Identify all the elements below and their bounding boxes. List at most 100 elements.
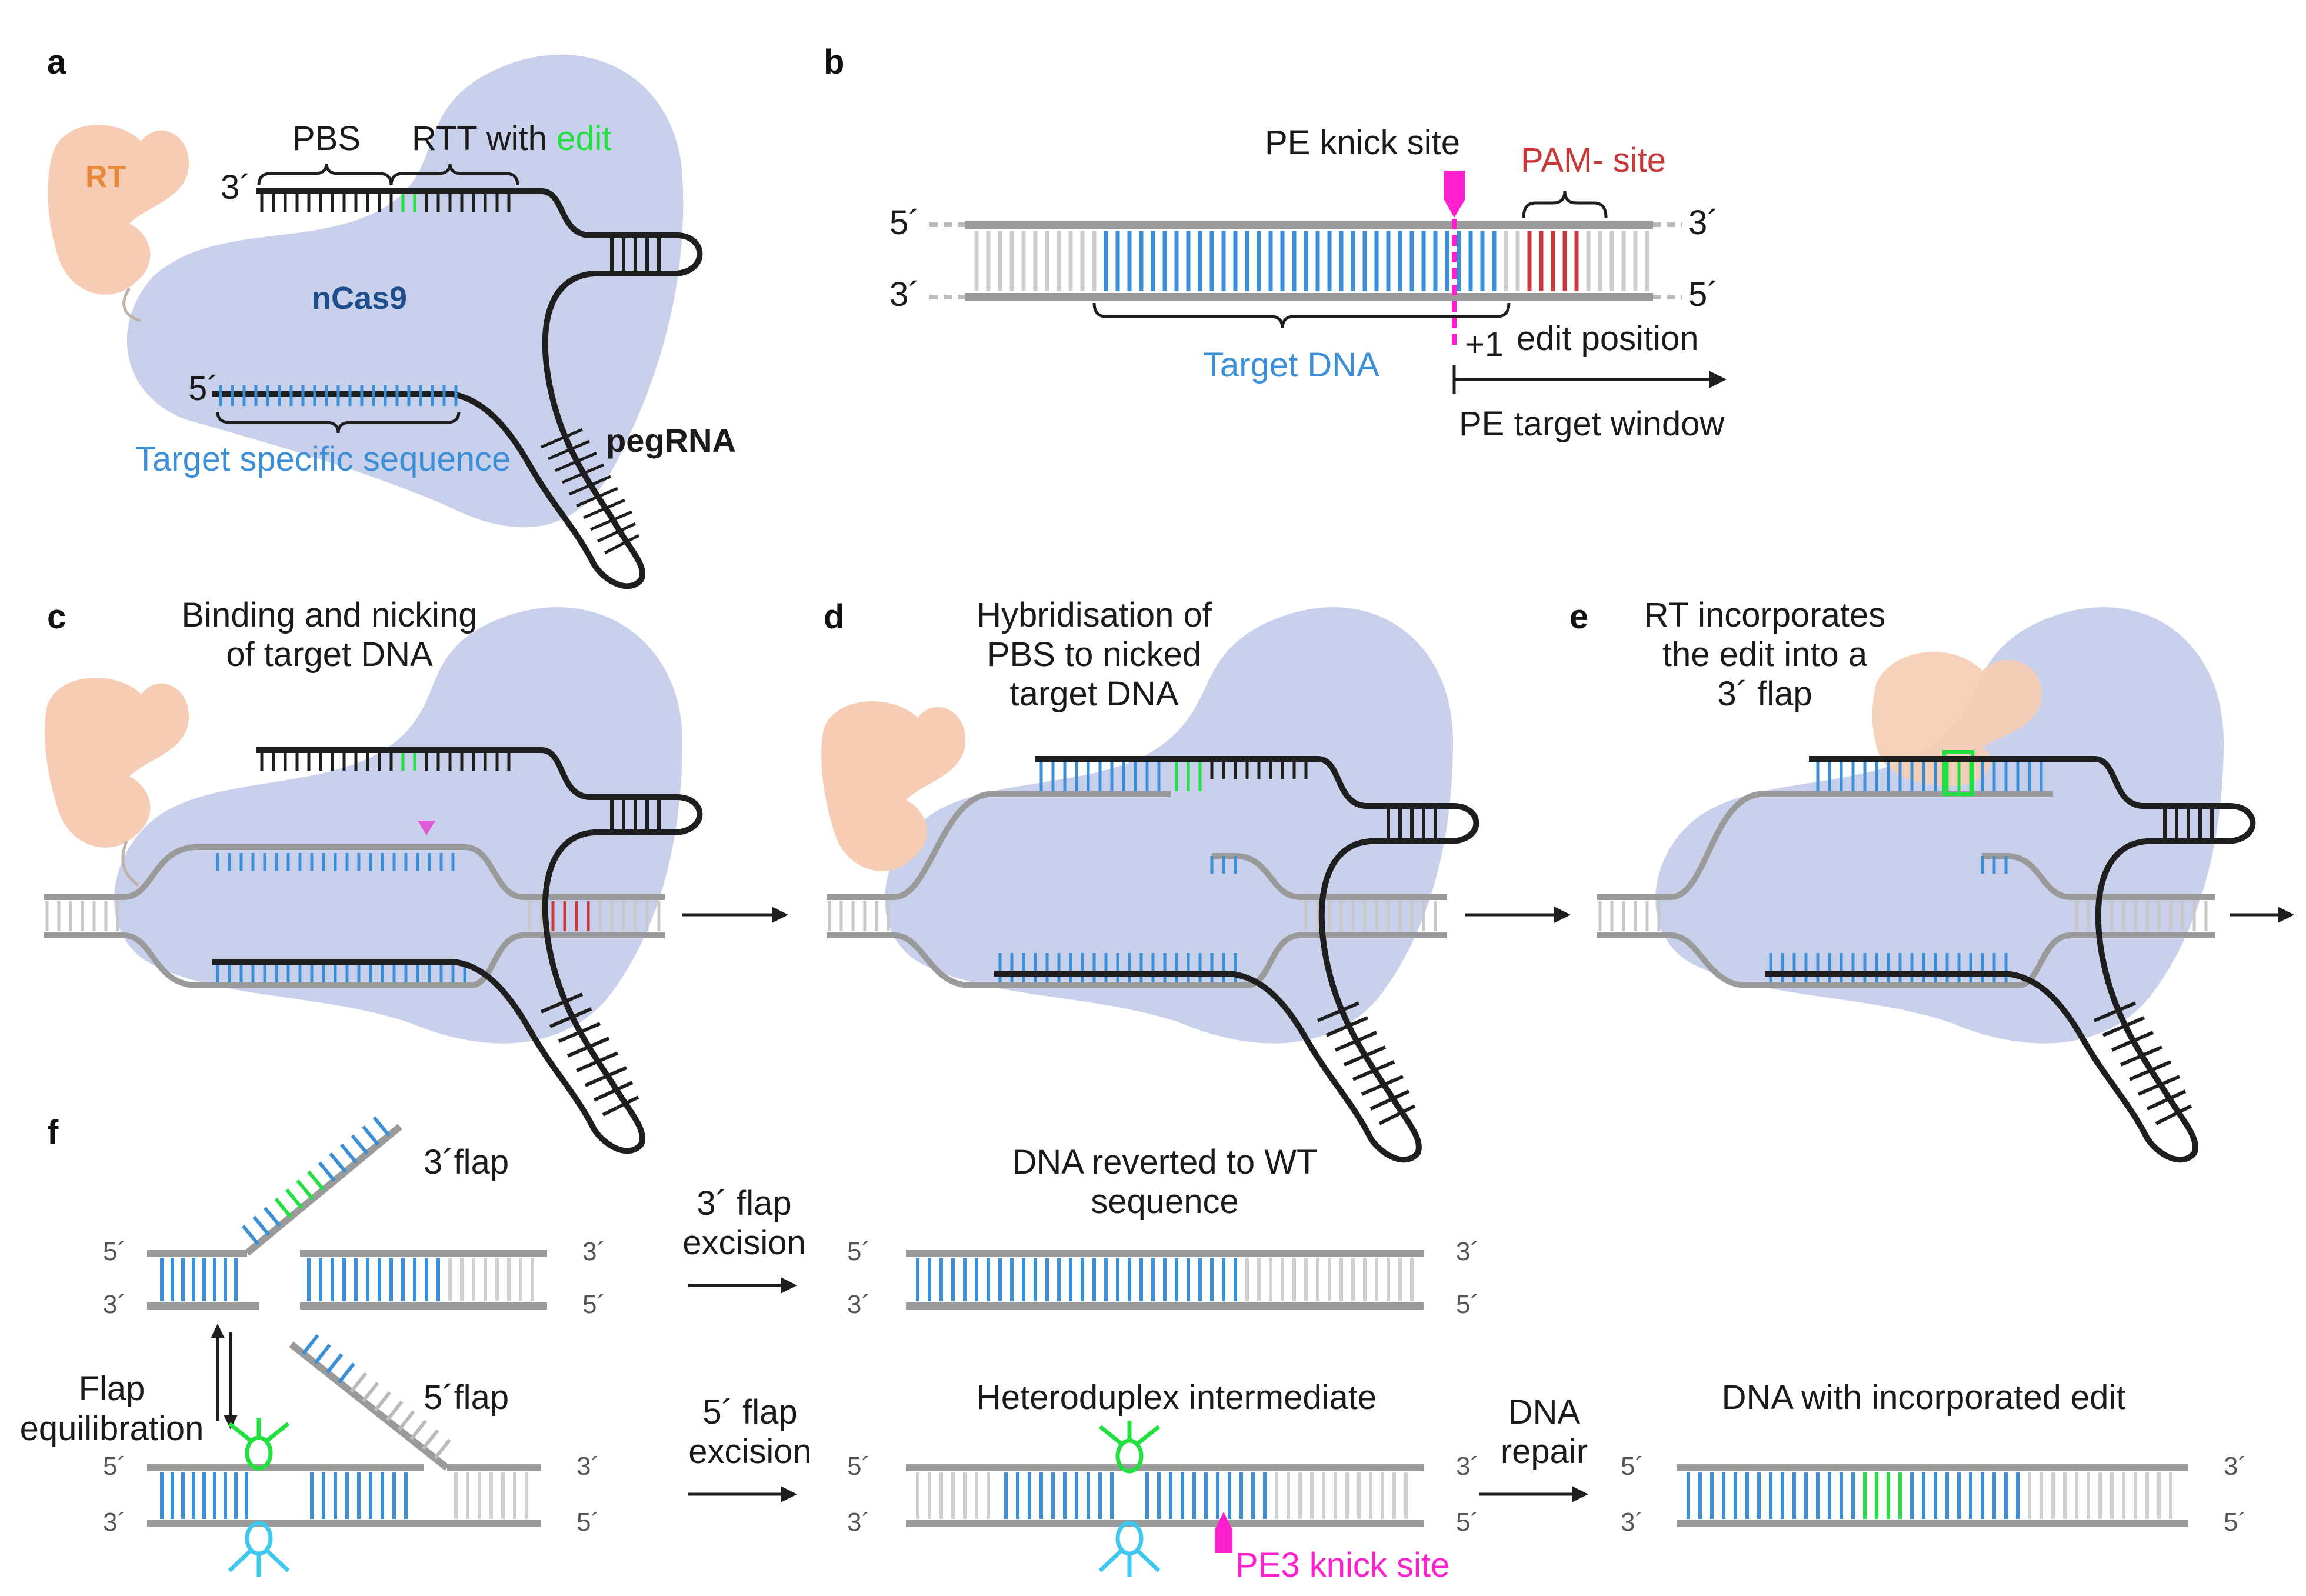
panel-letter-d: d [824,598,844,636]
c-title-line-2: of target DNA [226,635,433,674]
flap-basepair-rung [252,1215,271,1237]
target-specific-brace [216,411,461,434]
ncas9-protein-shape [126,54,684,528]
e-title-line-3: 3´ flap [1717,675,1812,713]
d-arrowhead [1554,907,1571,923]
three-flap-excision-line-1: 3´ flap [697,1184,791,1222]
three-flap-excision-arrowhead [781,1277,797,1294]
pe-knick-site-marker [1444,171,1465,218]
e-pegrna-backbone [1765,756,2256,1163]
c-basepair-rungs [45,853,661,982]
d-title-line-3: target DNA [1010,675,1179,713]
panel-d: d Hybridisation of PBS to nicked target … [821,596,1571,1163]
target-specific-rungs [219,385,458,406]
c-pegrna-backbone [212,747,703,1154]
f-3flap-five-right: 5´ [582,1290,605,1319]
c-hairpin-rungs [540,800,661,1117]
flap-equilibration-arrowhead-up [211,1324,225,1338]
target-specific-sequence-label: Target specific sequence [135,440,511,478]
flap-basepair-rung [349,1372,368,1393]
rt-linker [122,287,142,322]
flap-basepair-rung [241,1224,259,1245]
d-hairpin-rungs [1317,809,1437,1125]
panel-letter-f: f [47,1114,59,1152]
pbs-label: PBS [292,119,361,158]
dna-repair-arrowhead [1572,1486,1588,1502]
pam-site-label: PAM- site [1521,141,1666,179]
flap-basepair-rung [263,1207,282,1227]
e-arrowhead [2278,907,2294,923]
heteroduplex-mismatch-green-icon [1098,1421,1161,1474]
flap-basepair-rung [409,1420,428,1441]
incorporated-label: DNA with incorporated edit [1722,1378,2126,1417]
panel-letter-c: c [47,598,66,636]
plus-one-label: +1 [1465,325,1504,364]
pe3-knick-site-marker [1215,1512,1232,1553]
pegrna-hairpin-1-rungs [610,238,661,271]
flap-basepair-rung [434,1438,451,1460]
target-dna-label: Target DNA [1203,346,1379,384]
heteroduplex-five-right: 5´ [1456,1508,1479,1537]
flap-basepair-rung [351,1134,369,1155]
target-dna-brace [1092,302,1511,329]
flap-label: Flap [79,1370,145,1408]
ncas9-label: nCas9 [312,281,407,316]
pe3-knick-site-label: PE3 knick site [1235,1546,1449,1584]
heteroduplex-rungs [916,1472,1408,1519]
f-3flap-three-left: 3´ [103,1290,126,1319]
panel-a: a RT PBS RTT with edit 3´ nCas9 [47,43,736,589]
c-pbs-rtt-rungs [260,753,511,771]
e-title-line-1: RT incorporates [1644,596,1886,634]
pegrna-hairpin-2-rungs [541,428,640,555]
d-rt-shape [821,701,966,871]
flap-basepair-rung [274,1197,292,1218]
pegrna-label: pegRNA [606,422,736,459]
flap-basepair-rung [329,1152,347,1173]
f-5flap-three-right: 3´ [576,1452,599,1481]
d-title-line-1: Hybridisation of [977,596,1212,634]
reverted-rungs [916,1258,1414,1301]
heteroduplex-label: Heteroduplex intermediate [977,1378,1377,1417]
heteroduplex-mismatch-blue-icon [1098,1521,1161,1577]
heteroduplex-five-left: 5´ [847,1452,870,1481]
c-rt-shape [45,678,189,848]
d-basepair-rungs [828,762,1437,982]
rtt-with-label: RTT with edit [412,119,612,158]
flap-basepair-rung [339,1143,358,1164]
pe-target-window-label: PE target window [1459,405,1725,443]
flap-basepair-rung [362,1125,380,1146]
pbs-brace [257,163,393,186]
f-5flap-five-left: 5´ [103,1452,126,1481]
flap-basepair-rung [285,1188,304,1210]
pe-knick-site-label: PE knick site [1265,124,1460,162]
f-5flap-mismatch-blue-icon [228,1521,290,1577]
c-nick-marker [418,821,435,835]
c-arrowhead [772,907,788,923]
flap-basepair-rung [361,1381,379,1402]
f-3flap-five-left: 5´ [103,1237,126,1266]
flap-basepair-rung [302,1334,319,1355]
flap-basepair-rung [374,1391,391,1412]
pegrna-backbone [212,188,703,589]
rt-protein-shape [48,125,189,295]
pe-target-window-arrowhead [1709,371,1727,388]
rt-label: RT [85,160,126,194]
b-five-prime-bottom: 5´ [1688,275,1719,314]
flap-basepair-rung [314,1344,331,1365]
flap-basepair-rung [296,1179,314,1200]
reverted-line-2: sequence [1091,1182,1239,1221]
reverted-five-left: 5´ [847,1237,870,1266]
b-basepair-rungs [974,231,1649,291]
f-3flap-three-right: 3´ [582,1237,605,1266]
e-target-strand-top [1597,791,2215,900]
pam-site-brace [1522,191,1608,218]
c-rt-linker [121,841,139,887]
b-three-prime-bottom: 3´ [889,275,920,314]
three-prime-label: 3´ [221,168,251,206]
flap-basepair-rung [318,1161,336,1182]
rtt-brace [389,163,519,186]
heteroduplex-three-left: 3´ [847,1508,870,1537]
d-target-strand-bottom [827,932,1447,988]
reverted-line-1: DNA reverted to WT [1012,1143,1318,1181]
